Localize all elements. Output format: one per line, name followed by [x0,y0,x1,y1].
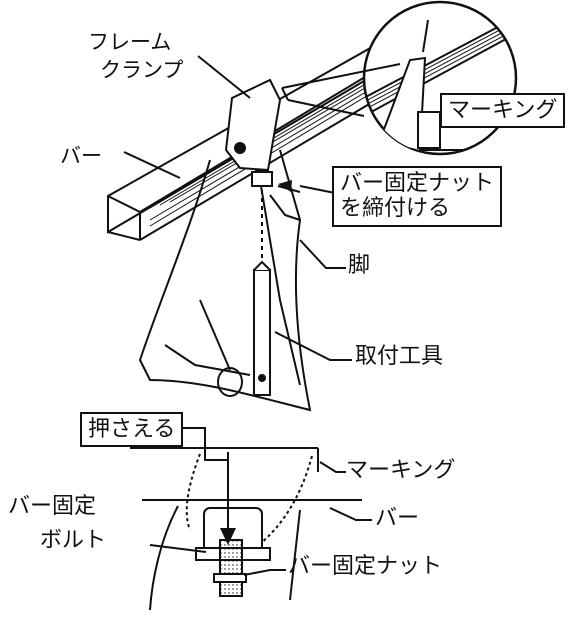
frame-clamp-label-1: フレーム [88,30,172,54]
tighten-nut-callout: バー固定ナット を締付ける [332,166,503,227]
lower-detail [130,427,362,611]
nut [251,169,273,187]
bar-fixing-nut-label: バー固定ナット [288,554,443,579]
lower-bar-label: バー [375,506,420,531]
lower-marking-label: マーキング [346,458,456,483]
mounting-tool-label: 取付工具 [355,344,444,369]
hold-callout: 押さえる [80,412,184,448]
leg [138,149,312,412]
bar-fixing-bolt-label-2: ボルト [40,528,107,553]
frame-clamp-label-2: クランプ [100,58,184,82]
lower-leaders [149,461,372,576]
bar-label: バー [60,144,102,168]
nut-arrow [278,180,292,192]
tighten-nut-line-2: を締付ける [340,196,451,222]
mounting-tool [253,190,271,396]
marking-callout: マーキング [440,93,566,129]
bar-fixing-bolt-label-1: バー固定 [8,494,97,519]
leg-label: 脚 [348,253,371,278]
tighten-nut-line-1: バー固定ナット [340,171,495,196]
frame-clamp [224,78,282,172]
press-arrow [220,528,236,545]
